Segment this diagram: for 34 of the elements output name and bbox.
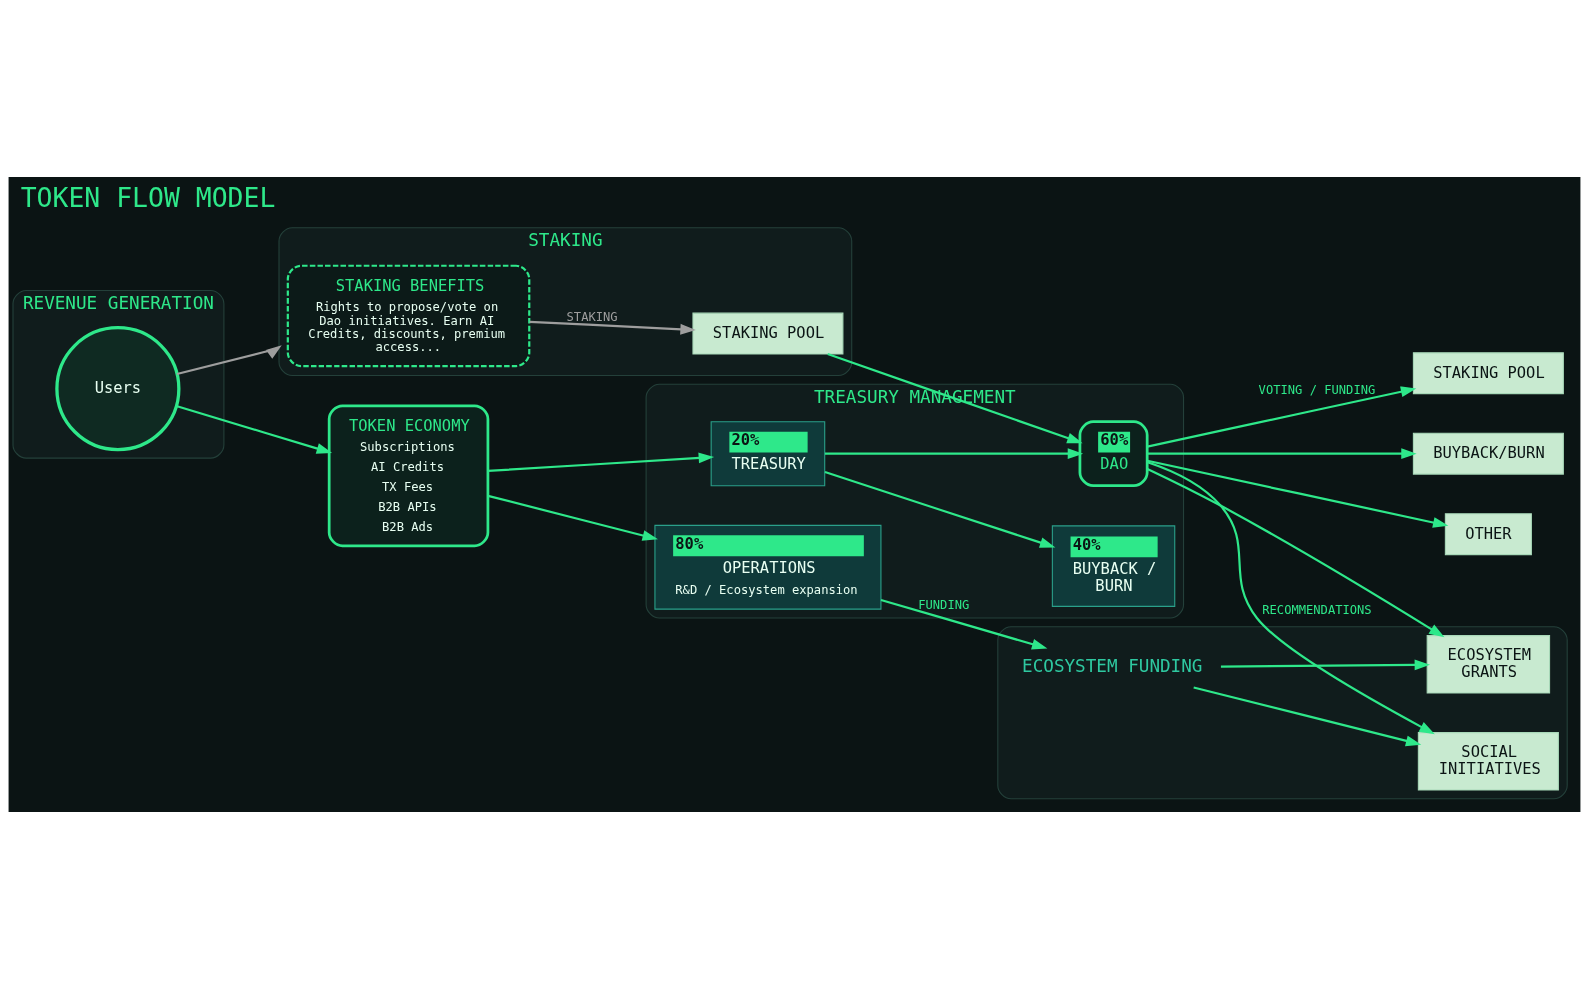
node-box: OTHER	[1444, 513, 1532, 556]
node-box: 60% DAO	[1078, 420, 1149, 488]
edge-label: VOTING / FUNDING	[1258, 382, 1376, 397]
node-box: STAKING POOL	[1412, 352, 1564, 395]
arrow	[176, 345, 282, 376]
node-circle: Users	[55, 326, 181, 452]
arrow	[1147, 386, 1417, 448]
edge-label: STAKING	[566, 310, 618, 325]
arrow	[827, 353, 1083, 444]
arrow	[1147, 461, 1435, 735]
node-box: STAKING BENEFITS Rights to propose/vote on Dao initiatives. Earn AI Credits, discounts, premium access...	[286, 264, 531, 368]
node-box: 80% OPERATIONS R&D / Ecosystem expansion	[654, 524, 882, 610]
node-box: TOKEN ECONOMY Subscriptions AI Credits TX Fees B2B APIs B2B Ads	[327, 404, 490, 548]
arrow	[176, 404, 333, 454]
node-box: STAKING POOL	[692, 312, 844, 355]
arrow	[880, 598, 1048, 650]
arrow	[529, 320, 696, 335]
edge-label: FUNDING	[918, 597, 970, 612]
arrow	[824, 471, 1056, 548]
arrow	[1147, 448, 1417, 460]
arrow	[1147, 459, 1449, 528]
node-box: SOCIAL INITIATIVES	[1417, 732, 1559, 791]
arrow	[487, 494, 658, 541]
diagram-title: TOKEN FLOW MODEL	[20, 181, 276, 213]
node-box: ECOSYSTEM GRANTS	[1426, 635, 1551, 694]
arrow	[825, 448, 1084, 460]
node-box: 20% TREASURY	[710, 421, 826, 487]
arrow	[1146, 467, 1445, 638]
arrow	[1193, 686, 1422, 747]
edge-label: RECOMMENDATIONS	[1262, 603, 1372, 618]
arrow	[487, 452, 715, 472]
node-box: BUYBACK/BURN	[1412, 432, 1564, 475]
node-box: 40% BUYBACK / BURN	[1051, 525, 1176, 607]
arrow	[1220, 659, 1431, 671]
